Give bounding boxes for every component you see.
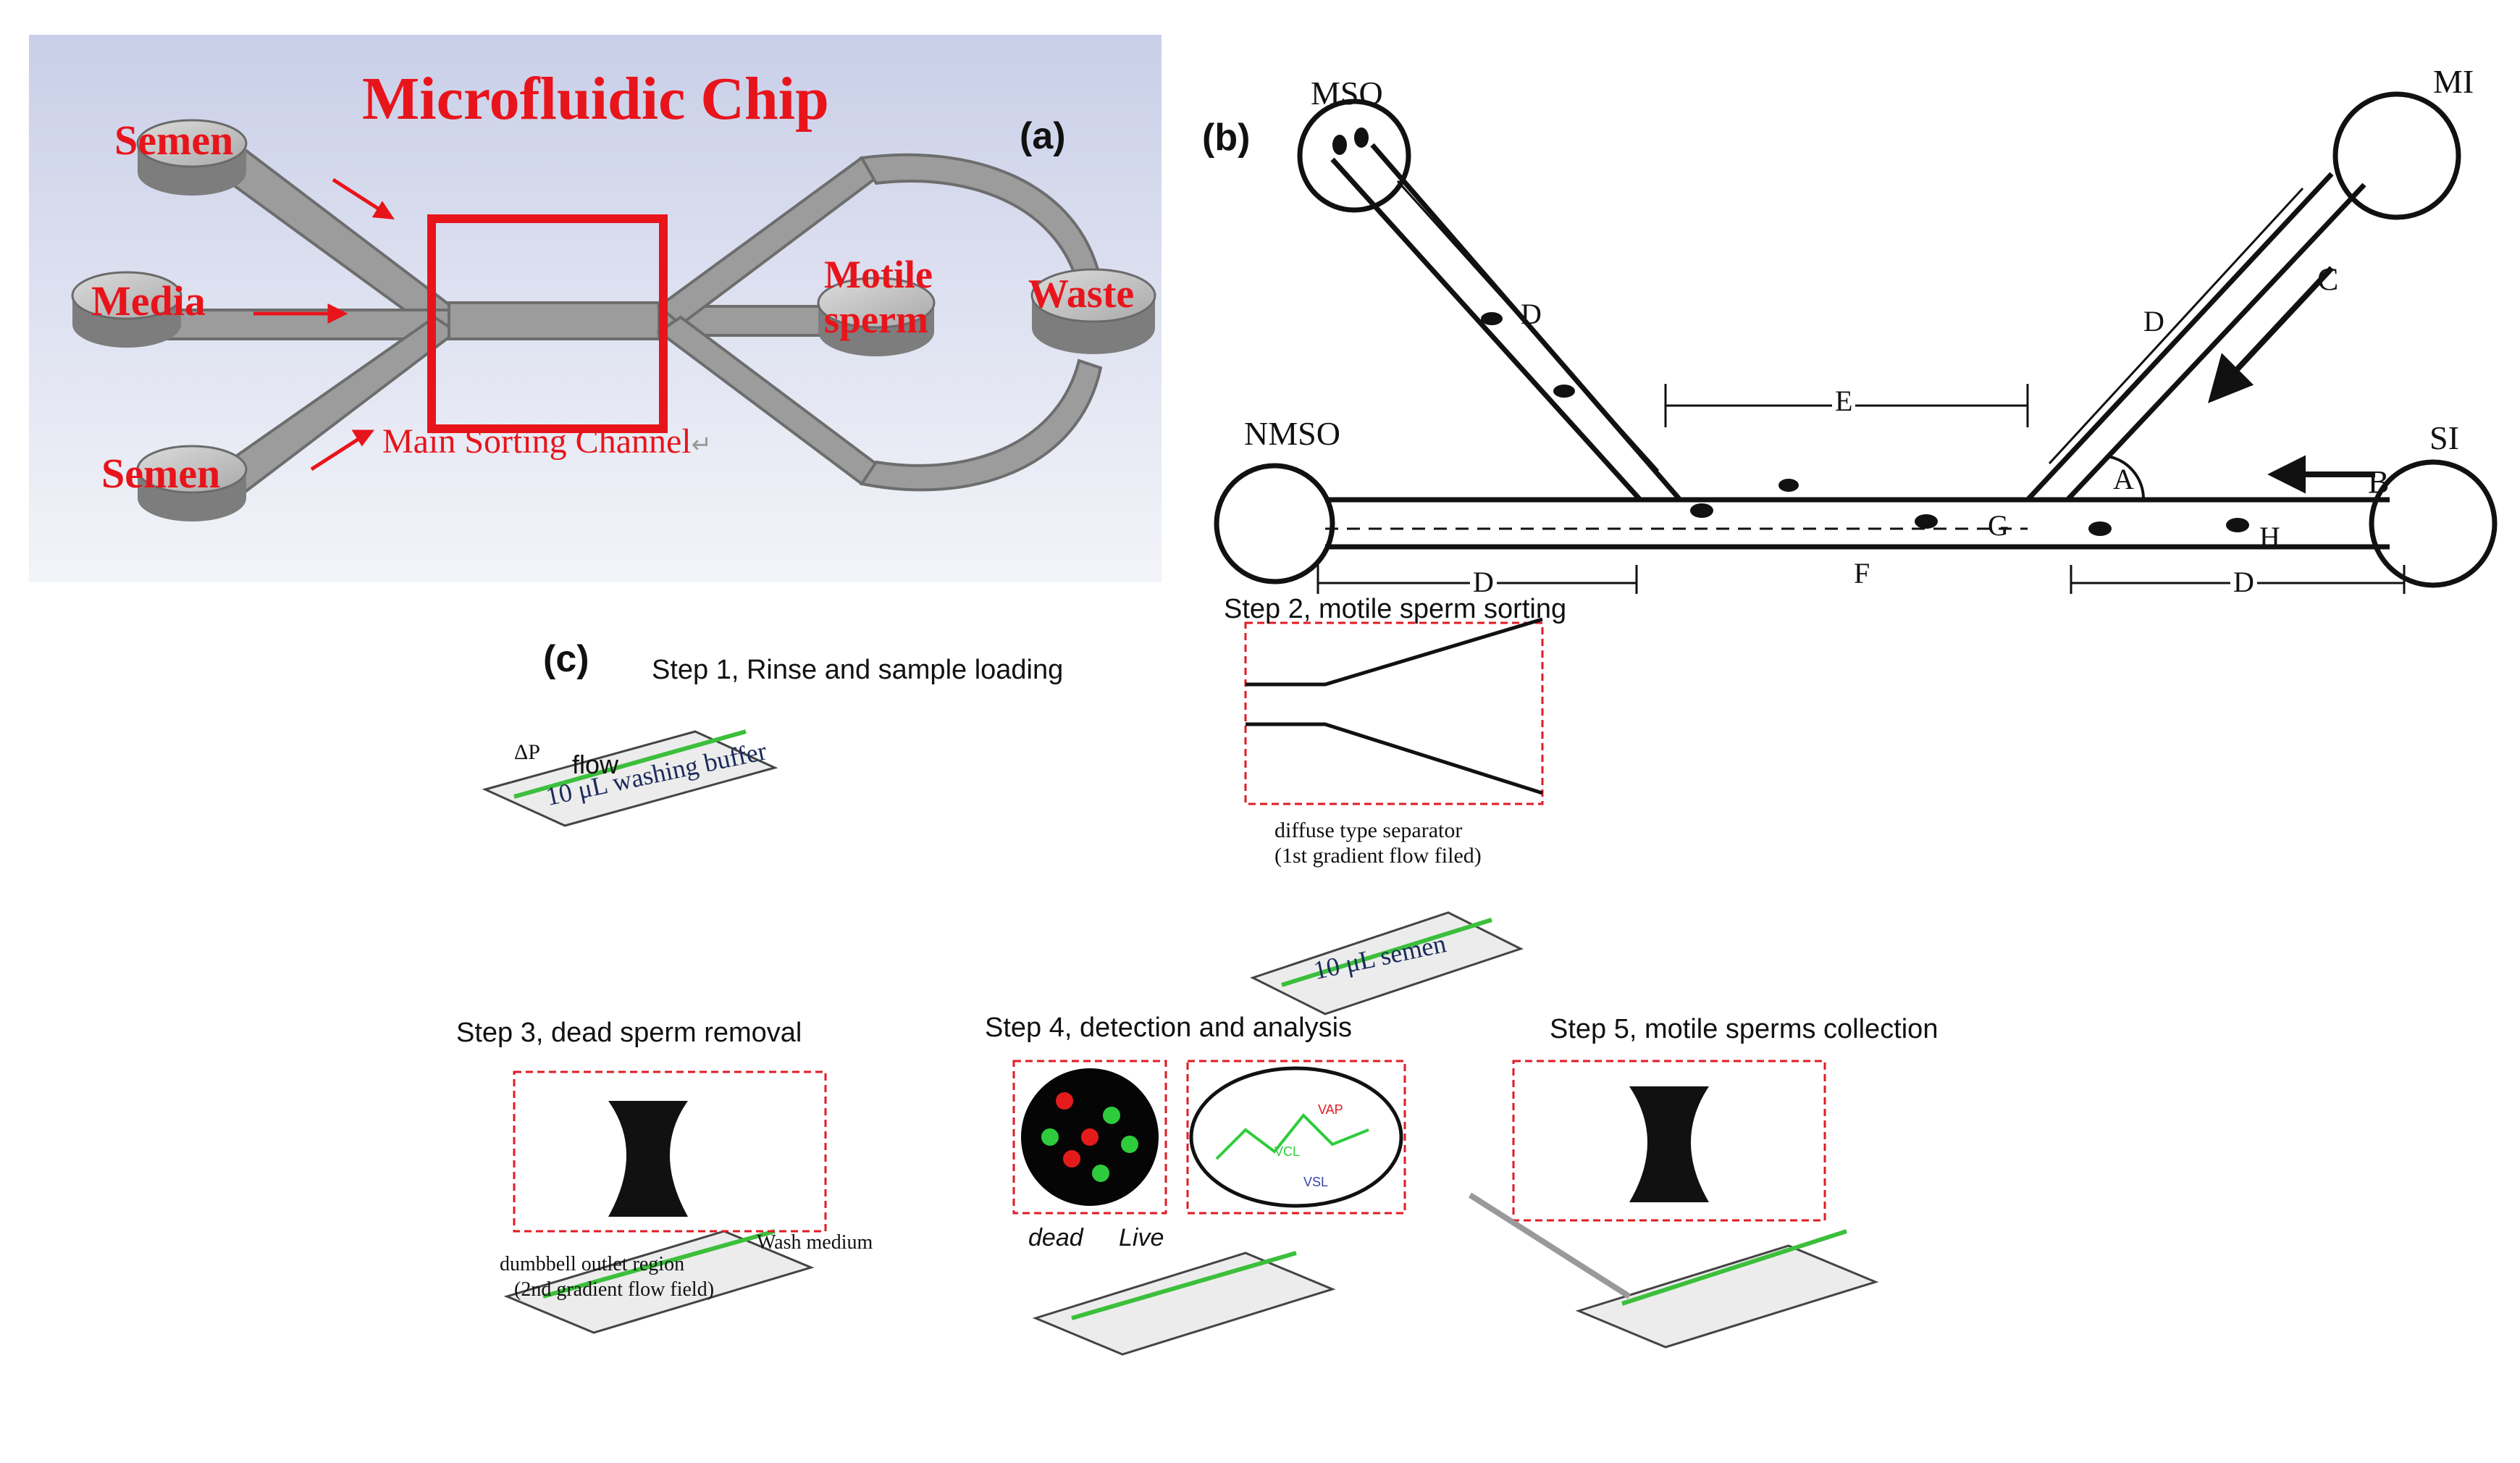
step5-pipette bbox=[1468, 1192, 1631, 1299]
dim-label-d-left-diagonal: D bbox=[1521, 298, 1542, 330]
inlet-disc-middle bbox=[71, 271, 182, 348]
step1-annotation-flow: flow bbox=[572, 750, 619, 779]
inlet-label-media: Media bbox=[91, 277, 206, 324]
step2-separator bbox=[1246, 617, 1543, 795]
step4-title: Step 4, detection and analysis bbox=[985, 1013, 1353, 1043]
step5-title: Step 5, motile sperms collection bbox=[1550, 1014, 1939, 1044]
flow-arrows bbox=[2208, 266, 2375, 494]
panel-c-label: (c) bbox=[543, 638, 589, 680]
sperm-glyphs bbox=[1332, 127, 2249, 536]
angle-label-a: A bbox=[2113, 463, 2134, 495]
angle-arc bbox=[2107, 455, 2146, 500]
step4-annotation-live: Live bbox=[1119, 1224, 1164, 1252]
step5-inset-frame bbox=[1512, 1060, 1826, 1222]
step4-viability-dots bbox=[1041, 1092, 1138, 1182]
chip-step4 bbox=[1032, 1252, 1336, 1356]
main-sorting-channel-box bbox=[427, 214, 668, 433]
panel-a-title: Microfluidic Chip bbox=[362, 65, 829, 133]
step1-title: Step 1, Rinse and sample loading bbox=[652, 655, 1064, 685]
step4-annotation-vap: VAP bbox=[1318, 1102, 1343, 1117]
step3-inset-frame bbox=[513, 1070, 827, 1233]
step4-inset-frame-dots bbox=[1012, 1060, 1167, 1215]
panel-b-label: (b) bbox=[1202, 117, 1251, 159]
panel-a-label: (a) bbox=[1020, 115, 1066, 157]
dim-label-h: H bbox=[2259, 521, 2280, 553]
port-label-mso: MSO bbox=[1311, 75, 1383, 112]
reservoir-mi bbox=[2332, 91, 2461, 220]
outlet-label-sperm: sperm bbox=[824, 298, 928, 341]
dim-label-f: F bbox=[1854, 557, 1870, 590]
panel-c-illustration bbox=[482, 617, 1879, 1356]
step3-title: Step 3, dead sperm removal bbox=[456, 1018, 802, 1048]
flow-label-c: C bbox=[2317, 261, 2339, 297]
outlet-disc-waste bbox=[1030, 268, 1156, 354]
port-label-si: SI bbox=[2429, 419, 2459, 456]
outlet-label-motile: Motile bbox=[824, 253, 933, 296]
panel-b-channel-schematic: (b) MSO MI NMSO SI D D E D D F G H A C B bbox=[1202, 29, 2506, 599]
step4-track-path bbox=[1215, 1113, 1369, 1160]
main-sorting-channel-label: Main Sorting Channel↵ bbox=[382, 422, 712, 461]
step4-annotation-vsl: VSL bbox=[1303, 1175, 1329, 1189]
step2-title: Step 2, motile sperm sorting bbox=[1224, 594, 1567, 624]
chip-step3 bbox=[503, 1230, 815, 1334]
step2-annotation-separator: diffuse type separator bbox=[1274, 818, 1463, 842]
step3-annotation-wash: Wash medium bbox=[757, 1231, 873, 1254]
panel-a-illustration bbox=[29, 35, 1162, 582]
step2-annotation-gradient: (1st gradient flow filed) bbox=[1274, 844, 1482, 868]
step4-annotation-vcl: VCL bbox=[1274, 1144, 1301, 1159]
dim-label-d-right-diagonal: D bbox=[2143, 305, 2164, 338]
port-label-mi: MI bbox=[2433, 63, 2474, 100]
panel-b-illustration bbox=[1214, 91, 2498, 594]
inlet-label-semen-top: Semen bbox=[114, 117, 234, 164]
dim-label-d-bottom-left: D bbox=[1470, 565, 1497, 599]
outlet-label-waste: Waste bbox=[1028, 272, 1135, 317]
inlet-disc-top bbox=[136, 119, 248, 196]
dim-label-e: E bbox=[1832, 384, 1856, 418]
dim-label-g: G bbox=[1988, 509, 2009, 542]
channel-label-text: Main Sorting Channel bbox=[382, 422, 692, 461]
step4-annotation-dead: dead bbox=[1028, 1224, 1083, 1252]
reservoir-nmso bbox=[1214, 463, 1335, 584]
step5-dumbbell bbox=[1629, 1086, 1709, 1202]
dim-label-d-bottom-right: D bbox=[2230, 565, 2257, 599]
step4-track-field bbox=[1189, 1066, 1403, 1208]
step3-dumbbell bbox=[608, 1101, 688, 1217]
step3-annotation-gradient: (2nd gradient flow field) bbox=[514, 1278, 715, 1301]
inlet-label-semen-bottom: Semen bbox=[101, 450, 221, 497]
step4-inset-frame-track bbox=[1186, 1060, 1406, 1215]
step1-annotation-dp: ΔP bbox=[514, 740, 540, 764]
outlet-disc-motile bbox=[817, 277, 936, 356]
chip-step5 bbox=[1575, 1244, 1879, 1349]
port-label-nmso: NMSO bbox=[1244, 415, 1340, 452]
flow-label-b: B bbox=[2368, 464, 2390, 500]
chip-channels bbox=[513, 729, 1847, 1320]
channel-label-mark: ↵ bbox=[691, 432, 713, 458]
chip-step2 bbox=[1250, 911, 1524, 1015]
inlet-disc-bottom bbox=[136, 445, 248, 521]
chip-step1 bbox=[482, 730, 778, 827]
reservoir-mso bbox=[1297, 98, 1411, 213]
step2-inset-frame bbox=[1244, 621, 1544, 805]
panel-c-workflow: (c) Step 1, Rinse and sample loading Ste… bbox=[434, 579, 2028, 1449]
inflow-arrows bbox=[253, 177, 395, 471]
panel-a-microfluidic-chip: Microfluidic Chip (a) Semen Media Semen … bbox=[29, 35, 1162, 582]
reservoir-si bbox=[2369, 459, 2498, 588]
step3-annotation-outlet: dumbbell outlet region bbox=[500, 1253, 685, 1275]
